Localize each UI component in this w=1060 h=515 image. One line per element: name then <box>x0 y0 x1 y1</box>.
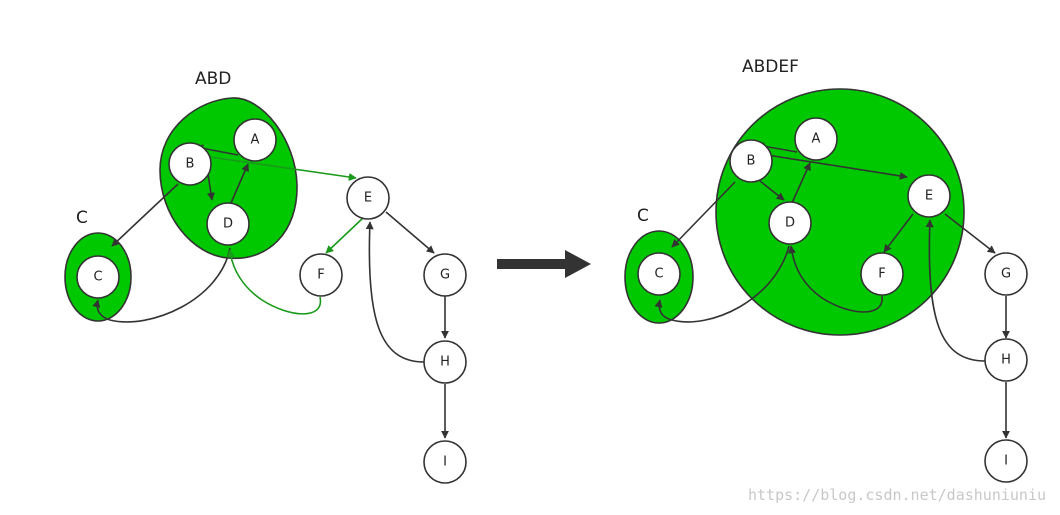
svg-text:F: F <box>317 268 324 283</box>
svg-text:F: F <box>878 267 885 282</box>
r-edge-b-c <box>671 181 736 248</box>
node-b: B <box>168 142 212 186</box>
svg-text:A: A <box>251 133 260 148</box>
svg-text:D: D <box>785 216 795 231</box>
r-edge-b-e <box>766 154 908 180</box>
r-edge-b-d <box>759 180 785 201</box>
r-node-d: D <box>768 201 812 245</box>
left-diagram: ABD C A B C D <box>64 69 467 484</box>
right-arrow-icon <box>497 250 591 278</box>
edge-b-e <box>209 156 357 181</box>
r-edge-e-f <box>883 213 914 253</box>
watermark-url: https://blog.csdn.net/dashuniuniu <box>748 486 1046 504</box>
r-node-b: B <box>729 139 773 183</box>
node-f: F <box>299 253 343 297</box>
svg-text:D: D <box>223 217 233 232</box>
r-node-e: E <box>907 174 951 218</box>
node-a: A <box>233 118 277 162</box>
left-label-c: C <box>76 208 88 228</box>
node-h: H <box>423 340 467 384</box>
r-node-g: G <box>984 252 1028 296</box>
svg-text:I: I <box>1004 454 1008 469</box>
right-label-abdef: ABDEF <box>742 57 799 77</box>
svg-text:C: C <box>654 267 663 282</box>
svg-text:E: E <box>925 189 933 204</box>
r-edge-d-c <box>654 245 790 323</box>
r-edge-d-a <box>791 162 811 204</box>
r-node-a: A <box>794 117 838 161</box>
edge-h-e <box>365 221 425 363</box>
left-label-abd: ABD <box>195 69 231 89</box>
r-edge-e-g <box>944 213 996 254</box>
edge-e-f <box>325 217 364 254</box>
node-g: G <box>423 253 467 297</box>
edge-b-d <box>206 173 215 201</box>
svg-text:B: B <box>747 154 756 169</box>
edge-f-d <box>226 249 322 315</box>
right-label-c: C <box>637 206 649 226</box>
svg-text:C: C <box>93 270 102 285</box>
node-d: D <box>206 202 250 246</box>
svg-text:H: H <box>1001 353 1011 368</box>
r-node-c: C <box>637 252 681 296</box>
r-edge-h-e <box>925 219 986 362</box>
edge-e-g <box>385 211 435 254</box>
r-edge-f-d <box>787 245 883 313</box>
svg-text:E: E <box>364 191 372 206</box>
svg-text:I: I <box>443 455 447 470</box>
svg-text:A: A <box>812 132 821 147</box>
svg-text:B: B <box>186 157 195 172</box>
svg-text:G: G <box>440 268 450 283</box>
edge-d-a <box>230 163 249 204</box>
edge-d-c <box>92 247 231 323</box>
edge-b-c <box>111 183 179 247</box>
node-e: E <box>346 176 390 220</box>
node-i: I <box>423 440 467 484</box>
svg-text:G: G <box>1001 267 1011 282</box>
right-diagram: ABDEF C A B C D <box>624 57 1028 483</box>
node-c: C <box>76 255 120 299</box>
r-node-i: I <box>984 439 1028 483</box>
r-node-f: F <box>860 252 904 296</box>
r-node-h: H <box>984 338 1028 382</box>
svg-text:H: H <box>440 355 450 370</box>
